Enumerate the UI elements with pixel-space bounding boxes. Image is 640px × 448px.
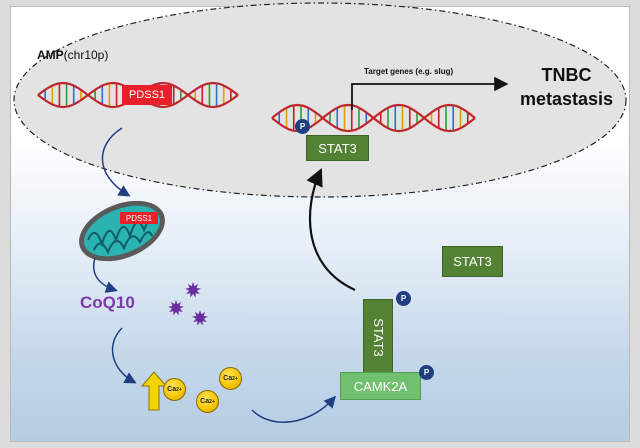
target-genes-arrow: [351, 76, 509, 110]
stat3-nuclear-box: STAT3: [306, 135, 369, 161]
stat3-free-box: STAT3: [442, 246, 503, 277]
phospho-dna-marker: P: [295, 119, 310, 134]
camk2a-box: CAMK2A: [340, 372, 421, 400]
arrow-coq10-to-calcium: [111, 327, 137, 384]
coq10-molecules: [168, 282, 208, 326]
coq10-molecule-icon: [185, 282, 201, 298]
mitochondrion-icon: [79, 200, 165, 262]
stat3-bound-box: STAT3: [363, 299, 393, 375]
coq10-molecule-icon: [192, 310, 208, 326]
nucleus-ellipse: [13, 2, 627, 198]
calcium-increase-arrow: [140, 371, 168, 411]
target-genes-label: Target genes (e.g. slug): [364, 67, 454, 76]
amp-label: AMP(chr10p): [37, 48, 109, 62]
arrow-mito-to-coq10: [93, 257, 118, 293]
coq10-label: CoQ10: [80, 293, 135, 312]
coq10-molecule-icon: [168, 300, 184, 316]
arrow-calcium-to-camk2a: [251, 395, 336, 423]
pdss1-mito-box: PDSS1: [120, 212, 158, 224]
pdss1-gene-box: PDSS1: [122, 85, 172, 105]
tnbc-metastasis-label: TNBC metastasis: [520, 65, 614, 109]
phospho-stat3-marker: P: [396, 291, 411, 306]
dna-strand: [271, 103, 476, 133]
phospho-camk2a-marker: P: [419, 365, 434, 380]
arrow-stat3-to-nucleus: [306, 167, 356, 292]
arrow-pdss1-to-mito: [101, 127, 131, 197]
